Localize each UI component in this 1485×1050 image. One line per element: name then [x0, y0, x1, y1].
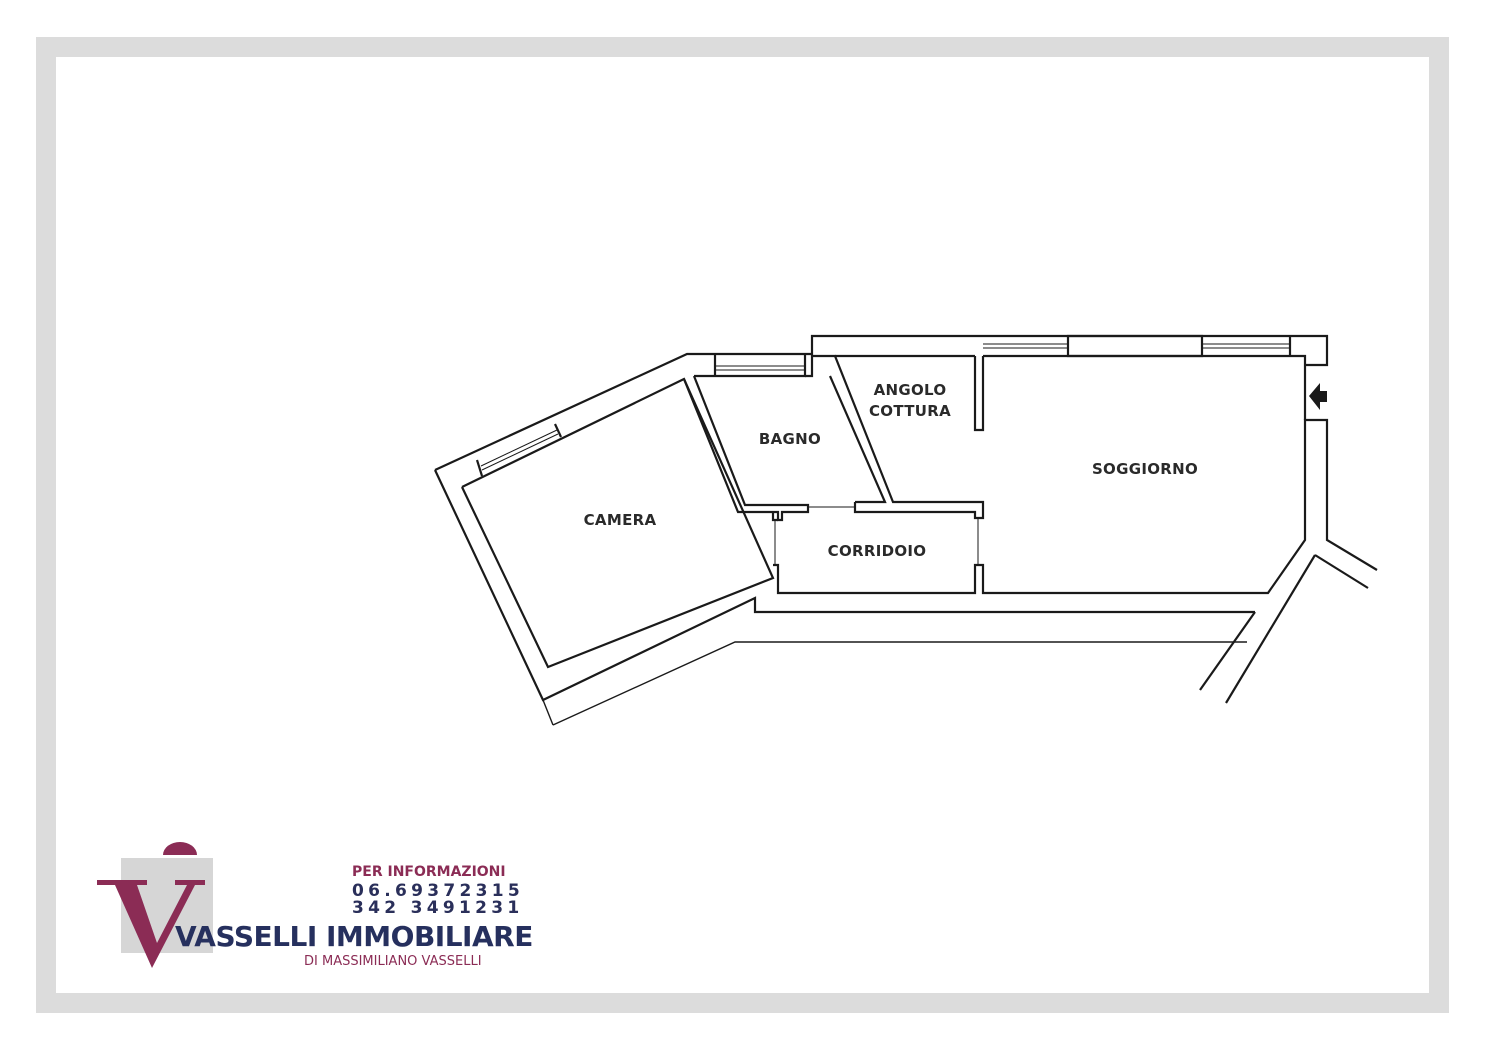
room-label-angolo-cottura: ANGOLO COTTURA — [860, 380, 960, 422]
brand-subtitle: DI MASSIMILIANO VASSELLI — [304, 954, 482, 969]
contact-title: PER INFORMAZIONI — [352, 864, 506, 880]
bagno-wall — [694, 354, 807, 378]
outer-wall — [434, 334, 1329, 471]
brand-name: VASSELLI IMMOBILIARE — [175, 920, 533, 953]
outer-wall-camera-bottom — [434, 469, 1255, 702]
phone-number-2[interactable]: 342 3491231 — [352, 898, 524, 918]
room-label-bagno: BAGNO — [758, 430, 822, 448]
room-label-line: ANGOLO — [873, 381, 947, 399]
lower-outline — [552, 641, 1247, 726]
room-label-camera: CAMERA — [583, 511, 657, 529]
entrance-arrow-icon — [1309, 383, 1327, 410]
phone-number-1[interactable]: 06.69372315 — [352, 881, 525, 901]
sheet — [56, 57, 1429, 993]
room-label-corridoio: CORRIDOIO — [827, 542, 927, 560]
camera-inner-wall — [461, 377, 775, 669]
vasselli-logo — [97, 842, 213, 968]
room-label-soggiorno: SOGGIORNO — [1091, 460, 1199, 478]
room-label-line: COTTURA — [868, 402, 951, 420]
